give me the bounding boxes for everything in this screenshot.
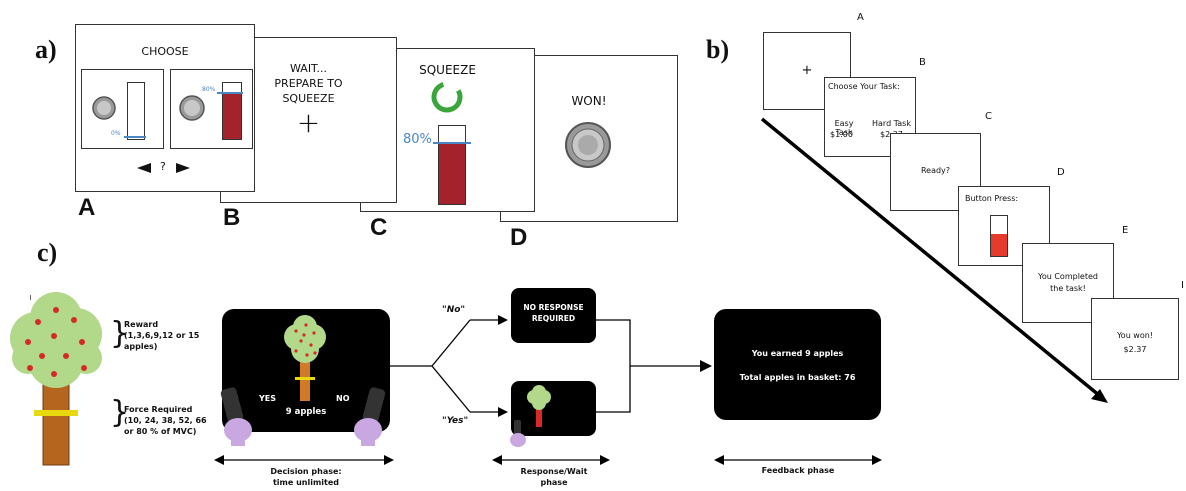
right-hand-icon <box>354 387 386 446</box>
b-letter-a: A <box>857 12 864 23</box>
branch-no: "No" <box>442 305 466 315</box>
b-card-f: You won! $2.37 <box>1091 298 1179 380</box>
branch-yes: "Yes" <box>442 416 469 426</box>
a-card-b-line2: PREPARE TO <box>274 77 343 90</box>
decision-apples: 9 apples <box>285 407 327 417</box>
a-card-c-bar-fill <box>439 141 465 204</box>
decision-screen: YES NO 9 apples <box>222 309 390 432</box>
a-card-a-title: CHOOSE <box>141 45 189 58</box>
force-detail1: (10, 24, 38, 52, 66 <box>124 416 207 425</box>
reward-legend: Reward (1,3,6,9,12 or 15 apples) <box>124 319 199 352</box>
b-card-e-line2: the task! <box>1050 284 1086 293</box>
option-left-level: 0% <box>111 130 121 137</box>
feedback-line2: Total apples in basket: 76 <box>739 373 856 382</box>
b-button-bar-fill <box>991 234 1007 256</box>
fixation-cross: + <box>296 106 321 139</box>
force-legend: Force Required (10, 24, 38, 52, 66 or 80… <box>124 404 207 437</box>
option-right-level-line <box>217 92 243 94</box>
option-left-bar <box>127 82 145 140</box>
a-card-b-text: WAIT... PREPARE TO SQUEEZE <box>221 61 396 106</box>
left-hand-icon <box>220 387 252 446</box>
small-tree-icon <box>284 315 326 401</box>
no-response-screen: NO RESPONSE REQUIRED <box>511 288 596 343</box>
b-easy-label: Easy Task <box>834 119 854 137</box>
a-letter-b: B <box>223 204 241 231</box>
option-left: 0% <box>81 69 164 149</box>
option-right-bar <box>222 82 242 140</box>
feedback-line1: You earned 9 apples <box>751 349 844 358</box>
b-letter-f: I <box>1181 280 1184 291</box>
force-detail2: or 80 % of MVC) <box>124 427 197 436</box>
reward-brace: } <box>110 316 130 351</box>
b-card-e-line1: You Completed <box>1038 272 1098 281</box>
b-card-f-text: You won! $2.37 <box>1092 329 1178 357</box>
b-card-f-line2: $2.37 <box>1123 345 1147 354</box>
a-card-c-title: SQUEEZE <box>419 63 476 77</box>
a-card-b-line1: WAIT... <box>290 62 327 75</box>
option-right-level: 80% <box>202 86 216 93</box>
no-response-line2: REQUIRED <box>531 314 576 323</box>
a-letter-c: C <box>370 214 388 241</box>
b-letter-c: C <box>985 111 992 122</box>
arrow-left-icon <box>137 163 151 173</box>
phase-response-line2: phase <box>540 478 568 487</box>
arrow-right-icon <box>176 163 190 173</box>
phase-decision-line2: time unlimited <box>272 478 340 487</box>
a-card-c-level-line <box>433 141 471 144</box>
tree-icon <box>10 292 102 466</box>
b-button-bar <box>990 215 1008 257</box>
decision-yes: YES <box>259 394 277 403</box>
panel-label-c: c) <box>37 238 58 267</box>
reward-detail2: apples) <box>124 342 158 351</box>
b-card-b-title: Choose Your Task: <box>828 82 900 91</box>
coin-icon <box>179 95 205 121</box>
b-card-f-line1: You won! <box>1116 331 1154 340</box>
panel-label-a: a) <box>35 35 57 64</box>
a-card-d-title: WON! <box>571 94 607 108</box>
option-right-bar-fill <box>223 94 241 139</box>
phase-response: Response/Wait phase <box>502 466 606 488</box>
force-label: Force Required <box>124 405 193 414</box>
phase-decision: Decision phase: time unlimited <box>254 466 358 488</box>
no-response-line1: NO RESPONSE <box>523 303 584 312</box>
no-response-text: NO RESPONSE REQUIRED <box>511 302 596 324</box>
reward-label: Reward <box>124 320 159 329</box>
b-card-e-text: You Completed the task! <box>1023 271 1113 295</box>
response-screen <box>511 381 596 436</box>
panel-label-b: b) <box>706 35 730 64</box>
stray-mark <box>30 295 31 300</box>
choice-question: ? <box>160 160 166 173</box>
progress-ring-icon <box>431 81 463 113</box>
response-tree-icon <box>527 385 551 427</box>
b-fixation: + <box>801 63 813 78</box>
phase-feedback: Feedback phase <box>761 466 835 475</box>
option-left-level-line <box>124 136 146 138</box>
option-right: 80% <box>170 69 253 149</box>
force-brace: } <box>110 395 130 430</box>
b-letter-d: D <box>1057 167 1065 178</box>
decision-no: NO <box>336 394 350 403</box>
a-letter-a: A <box>78 194 96 221</box>
feedback-screen: You earned 9 apples Total apples in bask… <box>714 309 881 420</box>
a-card-c-bar <box>433 125 471 205</box>
coin-icon <box>92 96 116 120</box>
coin-icon <box>565 122 611 168</box>
b-hard-label: Hard Task <box>872 119 911 128</box>
b-letter-e: E <box>1122 225 1129 236</box>
a-card-b-line3: SQUEEZE <box>282 92 335 105</box>
b-easy-value: $1.00 <box>830 130 853 139</box>
a-letter-d: D <box>510 224 528 251</box>
phase-decision-line1: Decision phase: <box>270 467 342 476</box>
a-card-c-level: 80% <box>403 132 432 147</box>
response-hand-icon <box>510 420 526 447</box>
a-card-a: CHOOSE 0% 80% ? <box>75 24 255 192</box>
reward-detail1: (1,3,6,9,12 or 15 <box>124 331 200 340</box>
phase-response-line1: Response/Wait <box>520 467 588 476</box>
b-card-d-text: Button Press: <box>965 194 1019 203</box>
b-letter-b: B <box>919 57 926 68</box>
b-card-c-text: Ready? <box>920 166 951 175</box>
